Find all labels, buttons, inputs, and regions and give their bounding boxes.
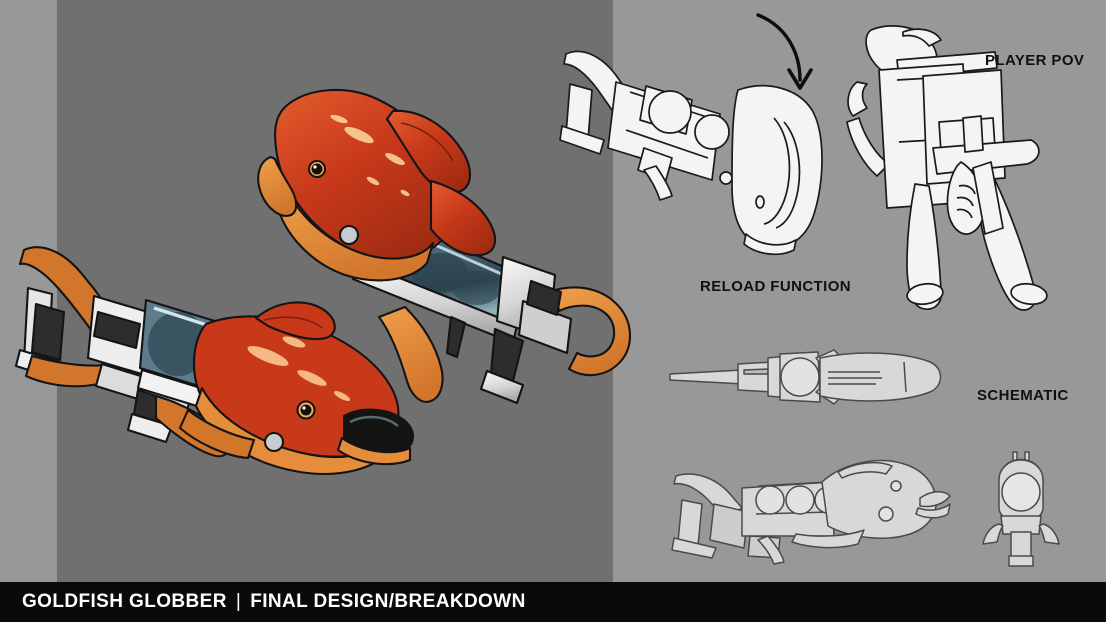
- title-subtitle: FINAL DESIGN/BREAKDOWN: [250, 591, 526, 612]
- reload-arrow-icon: [756, 13, 813, 90]
- reload-lineart: [559, 13, 823, 256]
- schematic-top-view: [669, 349, 942, 405]
- title-main: GOLDFISH GLOBBER: [22, 591, 227, 612]
- label-reload-function: RELOAD FUNCTION: [700, 278, 851, 295]
- player-pov-lineart: [846, 25, 1048, 311]
- label-player-pov: PLAYER POV: [985, 52, 1085, 69]
- schematic-front-view: [982, 451, 1060, 567]
- hero-render-lower: [14, 246, 415, 475]
- hero-render-upper: [257, 88, 632, 405]
- schematic-side-view: [671, 459, 951, 565]
- sheet-title: GOLDFISH GLOBBER | FINAL DESIGN/BREAKDOWN: [22, 591, 526, 613]
- label-schematic: SCHEMATIC: [977, 387, 1069, 404]
- title-separator: |: [235, 591, 242, 612]
- title-bar: GOLDFISH GLOBBER | FINAL DESIGN/BREAKDOWN: [0, 582, 1106, 622]
